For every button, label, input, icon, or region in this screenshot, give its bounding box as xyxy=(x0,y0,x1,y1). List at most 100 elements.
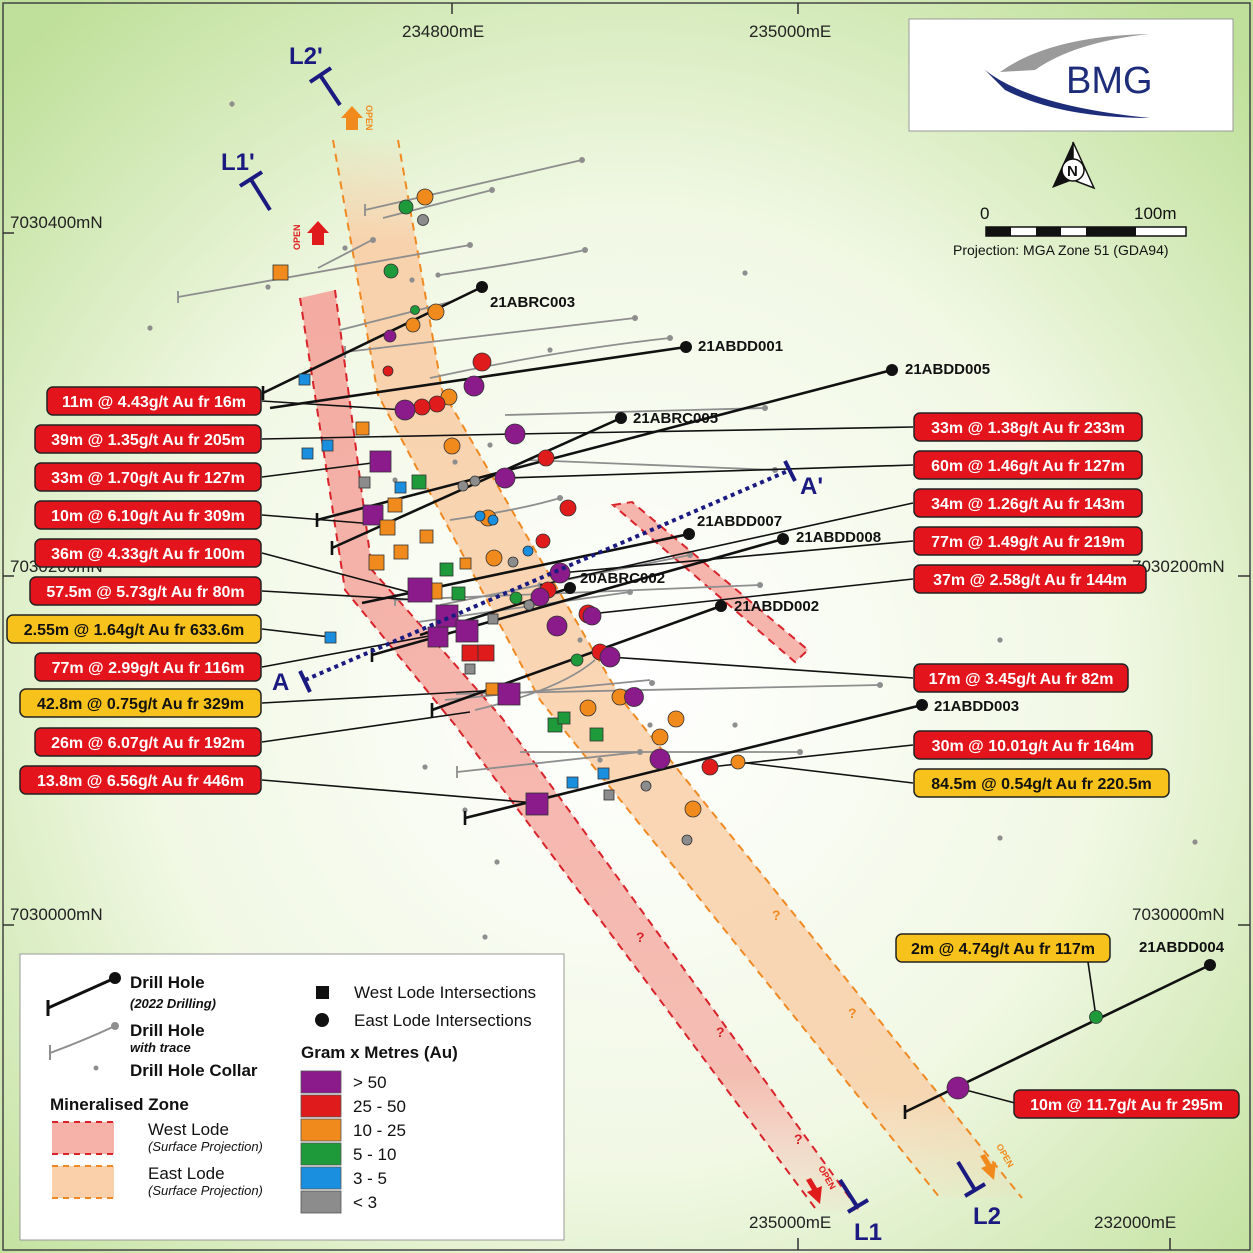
legend-west-lode: West Lode xyxy=(148,1120,229,1139)
legend-drill-hole-2022-icon xyxy=(46,972,121,1016)
result-badge: 84.5m @ 0.54g/t Au fr 220.5m xyxy=(913,768,1170,798)
grid-label-e-bottom-1: 235000mE xyxy=(749,1213,831,1232)
result-badge: 13.8m @ 6.56g/t Au fr 446m xyxy=(19,765,262,795)
legend-drill-hole-trace-icon xyxy=(49,1022,119,1060)
result-badge-box xyxy=(34,500,262,530)
legend-class-swatch xyxy=(300,1166,342,1190)
scale-max: 100m xyxy=(1134,204,1177,223)
grid-label-e-top-2: 235000mE xyxy=(749,22,831,41)
svg-text:?: ? xyxy=(716,1024,725,1040)
drill-hole-2022-collars xyxy=(476,281,1216,971)
legend-west-lode-swatch xyxy=(52,1122,114,1154)
legend-class-label: < 3 xyxy=(353,1193,377,1212)
result-badge: 36m @ 4.33g/t Au fr 100m xyxy=(34,538,262,568)
result-badge-box xyxy=(34,424,262,454)
section-label-l1: L1 xyxy=(854,1219,882,1246)
result-badge-label: 77m @ 2.99g/t Au fr 116m xyxy=(52,660,245,677)
section-label-l2-prime: L2' xyxy=(289,43,323,70)
result-badge-label: 77m @ 1.49g/t Au fr 219m xyxy=(931,534,1125,551)
hole-label-21abrc003: 21ABRC003 xyxy=(490,294,575,311)
result-badge-label: 2m @ 4.74g/t Au fr 117m xyxy=(911,941,1095,958)
svg-text:OPEN: OPEN xyxy=(364,105,374,131)
result-badge-box xyxy=(29,576,262,606)
scale-bar: 0 100m Projection: MGA Zone 51 (GDA94) xyxy=(953,204,1187,258)
result-badge: 37m @ 2.58g/t Au fr 144m xyxy=(913,564,1147,594)
result-badge: 39m @ 1.35g/t Au fr 205m xyxy=(34,424,262,454)
result-badge-label: 39m @ 1.35g/t Au fr 205m xyxy=(51,432,245,449)
logo-swoosh-blue xyxy=(985,70,1150,118)
north-letter: N xyxy=(1067,163,1078,180)
section-line-l1-bottom xyxy=(838,1178,870,1214)
hole-label-21abrc005: 21ABRC005 xyxy=(633,410,718,427)
svg-text:?: ? xyxy=(772,907,781,923)
scale-zero: 0 xyxy=(980,204,989,223)
scale-projection: Projection: MGA Zone 51 (GDA94) xyxy=(953,242,1169,258)
result-badge-box xyxy=(34,727,262,757)
grid-label-n-right-2: 7030000mN xyxy=(1132,905,1225,924)
legend-with-trace: with trace xyxy=(130,1040,191,1055)
east-lode-zone xyxy=(332,139,1023,1199)
result-badge-label: 57.5m @ 5.73g/t Au fr 80m xyxy=(46,584,244,601)
result-badge-label: 11m @ 4.43g/t Au fr 16m xyxy=(62,394,246,411)
legend-class-label: 5 - 10 xyxy=(353,1145,396,1164)
drill-hole-collars xyxy=(147,101,1198,940)
legend-class-swatch xyxy=(300,1070,342,1094)
result-badge-box xyxy=(913,412,1143,442)
legend-zone-title: Mineralised Zone xyxy=(50,1095,189,1114)
legend-class-label: 3 - 5 xyxy=(353,1169,387,1188)
result-badge-label: 37m @ 2.58g/t Au fr 144m xyxy=(933,572,1127,589)
result-badge: 57.5m @ 5.73g/t Au fr 80m xyxy=(29,576,262,606)
legend-drill-2022: (2022 Drilling) xyxy=(130,996,216,1011)
result-badge-label: 33m @ 1.70g/t Au fr 127m xyxy=(51,470,245,487)
result-badge-label: 26m @ 6.07g/t Au fr 192m xyxy=(51,735,245,752)
legend-gram-title: Gram x Metres (Au) xyxy=(301,1043,458,1062)
left-badge-group: 11m @ 4.43g/t Au fr 16m 39m @ 1.35g/t Au … xyxy=(6,386,262,795)
legend-east-lode: East Lode xyxy=(148,1164,225,1183)
result-badge: 77m @ 2.99g/t Au fr 116m xyxy=(34,652,262,682)
section-label-a: A xyxy=(272,669,289,696)
result-badge-box xyxy=(913,768,1170,798)
hole-label-20abrc002: 20ABRC002 xyxy=(580,570,665,587)
svg-text:?: ? xyxy=(848,1005,857,1021)
result-badge-label: 36m @ 4.33g/t Au fr 100m xyxy=(51,546,245,563)
legend-west-intersection-icon xyxy=(316,986,329,999)
legend-class-label: > 50 xyxy=(353,1073,387,1092)
east-lode-intersections xyxy=(382,188,1103,1100)
svg-text:OPEN: OPEN xyxy=(292,224,302,250)
legend-class-swatch xyxy=(300,1094,342,1118)
legend-class-label: 10 - 25 xyxy=(353,1121,406,1140)
result-badge: 2.55m @ 1.64g/t Au fr 633.6m xyxy=(6,614,262,644)
result-badge: 17m @ 3.45g/t Au fr 82m xyxy=(913,663,1129,693)
section-line-l1-top xyxy=(238,170,272,212)
result-badge-box xyxy=(19,765,262,795)
result-badge-label: 13.8m @ 6.56g/t Au fr 446m xyxy=(37,773,244,790)
legend-class-swatch xyxy=(300,1190,342,1214)
section-line-l2-top xyxy=(308,66,342,107)
hole-label-21abdd004: 21ABDD004 xyxy=(1139,939,1225,956)
section-line-a xyxy=(298,460,797,693)
result-badge-box xyxy=(6,614,262,644)
result-badge-label: 84.5m @ 0.54g/t Au fr 220.5m xyxy=(931,776,1151,793)
result-badge-label: 10m @ 6.10g/t Au fr 309m xyxy=(51,508,245,525)
result-badge-box xyxy=(913,450,1143,480)
result-badge: 11m @ 4.43g/t Au fr 16m xyxy=(46,386,262,416)
legend: Drill Hole (2022 Drilling) Drill Hole wi… xyxy=(19,953,565,1241)
result-badge-box xyxy=(34,462,262,492)
result-badge: 34m @ 1.26g/t Au fr 143m xyxy=(913,488,1143,518)
legend-east-surface: (Surface Projection) xyxy=(148,1183,263,1198)
hole-label-21abdd001: 21ABDD001 xyxy=(698,338,783,355)
result-badge: 42.8m @ 0.75g/t Au fr 329m xyxy=(19,688,262,718)
hole-label-21abdd008: 21ABDD008 xyxy=(796,529,881,546)
west-lode-intersections xyxy=(272,264,615,816)
section-line-l2-bottom xyxy=(956,1160,987,1198)
result-badge-label: 17m @ 3.45g/t Au fr 82m xyxy=(929,671,1114,688)
grid-label-n-left-3: 7030000mN xyxy=(10,905,103,924)
result-badge-box xyxy=(34,652,262,682)
result-badge: 26m @ 6.07g/t Au fr 192m xyxy=(34,727,262,757)
legend-drill-hole: Drill Hole xyxy=(130,973,205,992)
result-badge-box xyxy=(34,538,262,568)
result-badge-label: 42.8m @ 0.75g/t Au fr 329m xyxy=(37,696,244,713)
